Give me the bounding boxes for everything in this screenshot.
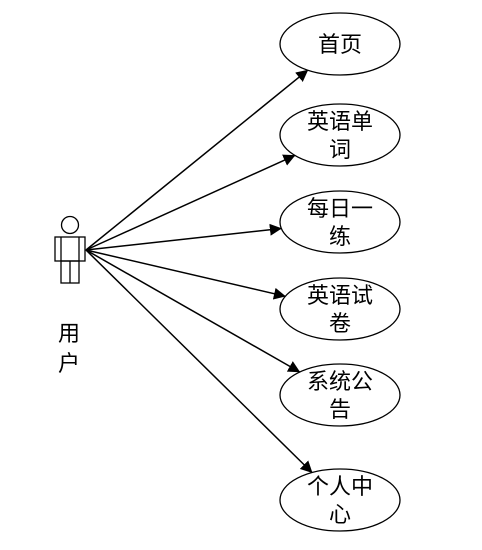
svg-text:用: 用 <box>58 322 80 347</box>
use-case-ellipse <box>279 363 401 427</box>
use-case-label: 英语试 <box>307 284 373 309</box>
actor-user-icon <box>54 215 86 284</box>
association-arrow-6 <box>85 249 313 474</box>
association-arrow-4 <box>85 249 286 300</box>
association-arrow-1 <box>85 69 309 251</box>
use-case-label: 卷 <box>329 312 351 337</box>
use-case-label: 词 <box>329 138 351 163</box>
use-case-label: 告 <box>329 398 351 423</box>
actor-label: 用 户 <box>58 322 80 377</box>
use-case-label: 首页 <box>318 33 362 58</box>
use-case-1[interactable]: 首页 <box>279 12 401 76</box>
association-arrows <box>85 69 313 474</box>
use-case-ellipse <box>279 277 401 341</box>
association-arrow-3 <box>85 223 282 251</box>
association-arrow-2 <box>85 154 296 251</box>
use-case-ellipse <box>279 468 401 532</box>
use-case-label: 心 <box>329 503 351 528</box>
use-case-ellipse <box>279 103 401 167</box>
use-case-ellipse <box>279 190 401 254</box>
use-case-ellipse <box>279 12 401 76</box>
use-case-label: 练 <box>329 225 351 250</box>
use-case-label: 个人中 <box>307 475 373 500</box>
use-case-label: 英语单 <box>307 110 373 135</box>
association-arrow-5 <box>85 249 301 373</box>
svg-text:户: 户 <box>58 352 80 377</box>
use-case-label: 每日一 <box>307 197 373 222</box>
use-case-label: 系统公 <box>307 370 373 395</box>
